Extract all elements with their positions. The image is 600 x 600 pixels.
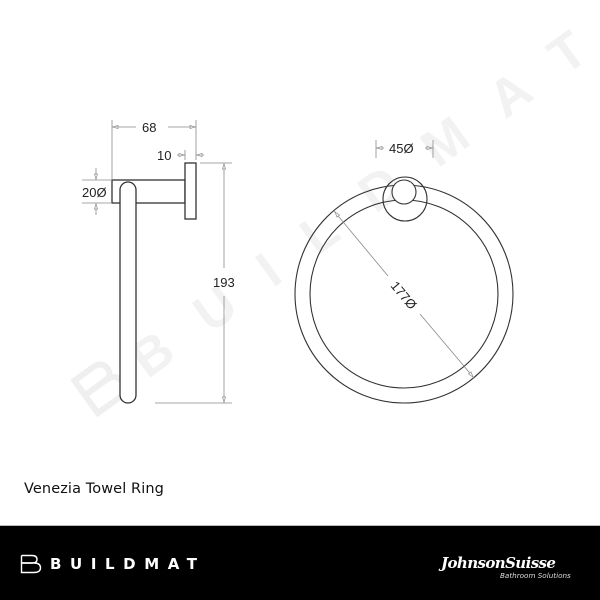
knob [391,179,417,205]
front-view [294,176,514,404]
dimension-projection: 68 [142,120,156,135]
product-title: Venezia Towel Ring [24,481,164,497]
watermark: BUILDMAT [70,0,600,418]
dimension-backplate-diameter: 45Ø [389,141,414,156]
side-view-labels: 68 10 20Ø 193 [82,120,235,290]
towel-bar [119,181,137,404]
johnsonsuisse-wordmark: JohnsonSuisse [441,554,556,572]
dimension-tube-diameter: 20Ø [82,185,107,200]
dimension-ring-diameter: 177Ø [388,278,420,312]
footer-bar: BUILDMAT JohnsonSuisse Bathroom Solution… [0,525,600,600]
johnsonsuisse-tagline: Bathroom Solutions [500,571,571,580]
front-view-dimensions [333,140,475,379]
buildmat-wordmark: BUILDMAT [50,555,206,573]
backplate [382,176,428,222]
side-view-arrows [94,125,226,404]
buildmat-logo-icon [20,554,42,574]
dimension-plate-thickness: 10 [157,148,171,163]
dimension-height: 193 [213,275,235,290]
side-view [111,162,197,404]
wall-plate [184,162,197,220]
front-view-arrows [334,146,474,378]
